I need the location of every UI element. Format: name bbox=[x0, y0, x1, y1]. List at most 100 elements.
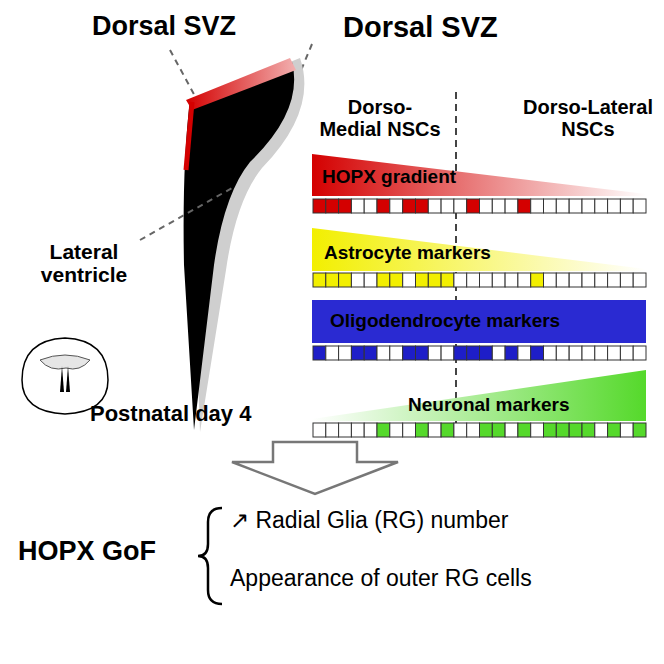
cell-square bbox=[403, 199, 416, 213]
cell-square bbox=[454, 423, 467, 437]
cell-square bbox=[377, 199, 390, 213]
cell-square bbox=[633, 199, 646, 213]
cell-square bbox=[569, 199, 582, 213]
cell-square bbox=[569, 273, 582, 287]
cell-square bbox=[480, 273, 493, 287]
cell-square bbox=[403, 423, 416, 437]
cell-square bbox=[454, 273, 467, 287]
cell-square bbox=[351, 346, 364, 360]
cell-square bbox=[441, 423, 454, 437]
cell-square bbox=[454, 346, 467, 360]
cell-square bbox=[620, 273, 633, 287]
cell-square bbox=[569, 346, 582, 360]
cell-square bbox=[620, 199, 633, 213]
cell-square bbox=[364, 346, 377, 360]
astrocyte-band: Astrocyte markers bbox=[312, 228, 646, 271]
cell-square bbox=[556, 346, 569, 360]
cell-square bbox=[390, 273, 403, 287]
cell-square bbox=[428, 199, 441, 213]
cell-square bbox=[326, 199, 339, 213]
cell-square bbox=[351, 199, 364, 213]
brace bbox=[198, 508, 222, 604]
cell-square bbox=[633, 423, 646, 437]
cell-square bbox=[582, 423, 595, 437]
cell-square bbox=[505, 199, 518, 213]
result-label: Appearance of outer RG cells bbox=[230, 566, 532, 591]
cell-square bbox=[544, 199, 557, 213]
region-label: Dorso-Lateral NSCs bbox=[520, 96, 656, 140]
cell-square bbox=[633, 346, 646, 360]
cell-square bbox=[339, 346, 352, 360]
condition-label: HOPX GoF bbox=[18, 537, 156, 567]
structure-label: Lateral ventricle bbox=[14, 240, 154, 286]
cell-square bbox=[582, 346, 595, 360]
region-label: Dorso-Medial NSCs bbox=[318, 96, 442, 140]
cell-square bbox=[313, 423, 326, 437]
cell-square bbox=[428, 346, 441, 360]
cell-square bbox=[544, 423, 557, 437]
cell-square bbox=[339, 423, 352, 437]
cell-square bbox=[467, 346, 480, 360]
down-arrow bbox=[232, 442, 398, 494]
cell-square bbox=[390, 346, 403, 360]
cell-square bbox=[608, 346, 621, 360]
cell-square bbox=[364, 199, 377, 213]
cell-square bbox=[390, 199, 403, 213]
band-fill bbox=[312, 154, 646, 196]
cell-square bbox=[339, 199, 352, 213]
cell-square bbox=[582, 199, 595, 213]
band-label: Oligodendrocyte markers bbox=[330, 310, 560, 332]
cell-square bbox=[595, 346, 608, 360]
cell-square bbox=[569, 423, 582, 437]
cell-square bbox=[608, 423, 621, 437]
cell-square bbox=[492, 346, 505, 360]
cell-square bbox=[326, 346, 339, 360]
cell-square bbox=[416, 423, 429, 437]
cell-square bbox=[620, 346, 633, 360]
cell-square bbox=[326, 273, 339, 287]
cell-square bbox=[595, 423, 608, 437]
cell-square bbox=[582, 273, 595, 287]
hopx-edge bbox=[186, 102, 192, 170]
panel-title: Dorsal SVZ bbox=[343, 12, 498, 44]
hopx-edge bbox=[186, 58, 296, 110]
cell-square bbox=[480, 423, 493, 437]
band-label: HOPX gradient bbox=[322, 166, 456, 188]
cell-square bbox=[351, 423, 364, 437]
cell-square bbox=[364, 273, 377, 287]
leader-line bbox=[170, 50, 196, 98]
cell-square bbox=[518, 273, 531, 287]
cell-square bbox=[518, 199, 531, 213]
cell-square bbox=[339, 273, 352, 287]
cell-square bbox=[441, 346, 454, 360]
cell-square bbox=[492, 273, 505, 287]
cell-square bbox=[313, 346, 326, 360]
cell-square bbox=[620, 423, 633, 437]
cell-square bbox=[326, 423, 339, 437]
cell-square bbox=[505, 346, 518, 360]
cell-square bbox=[467, 199, 480, 213]
cell-square bbox=[556, 423, 569, 437]
cell-square bbox=[467, 273, 480, 287]
cell-square bbox=[480, 199, 493, 213]
cell-rows bbox=[313, 199, 646, 437]
cell-square bbox=[403, 273, 416, 287]
cell-square bbox=[364, 423, 377, 437]
cell-square bbox=[416, 199, 429, 213]
cell-square bbox=[390, 423, 403, 437]
cell-square bbox=[531, 423, 544, 437]
cell-square bbox=[518, 346, 531, 360]
cell-square bbox=[544, 273, 557, 287]
cell-square bbox=[454, 199, 467, 213]
cell-square bbox=[608, 273, 621, 287]
cell-square bbox=[480, 346, 493, 360]
cell-square bbox=[313, 199, 326, 213]
cell-square bbox=[467, 423, 480, 437]
cell-square bbox=[416, 346, 429, 360]
age-label: Postnatal day 4 bbox=[90, 402, 251, 426]
cell-square bbox=[595, 199, 608, 213]
cell-square bbox=[492, 199, 505, 213]
cell-square bbox=[428, 423, 441, 437]
band-label: Astrocyte markers bbox=[324, 242, 491, 264]
leader-line bbox=[140, 188, 232, 240]
